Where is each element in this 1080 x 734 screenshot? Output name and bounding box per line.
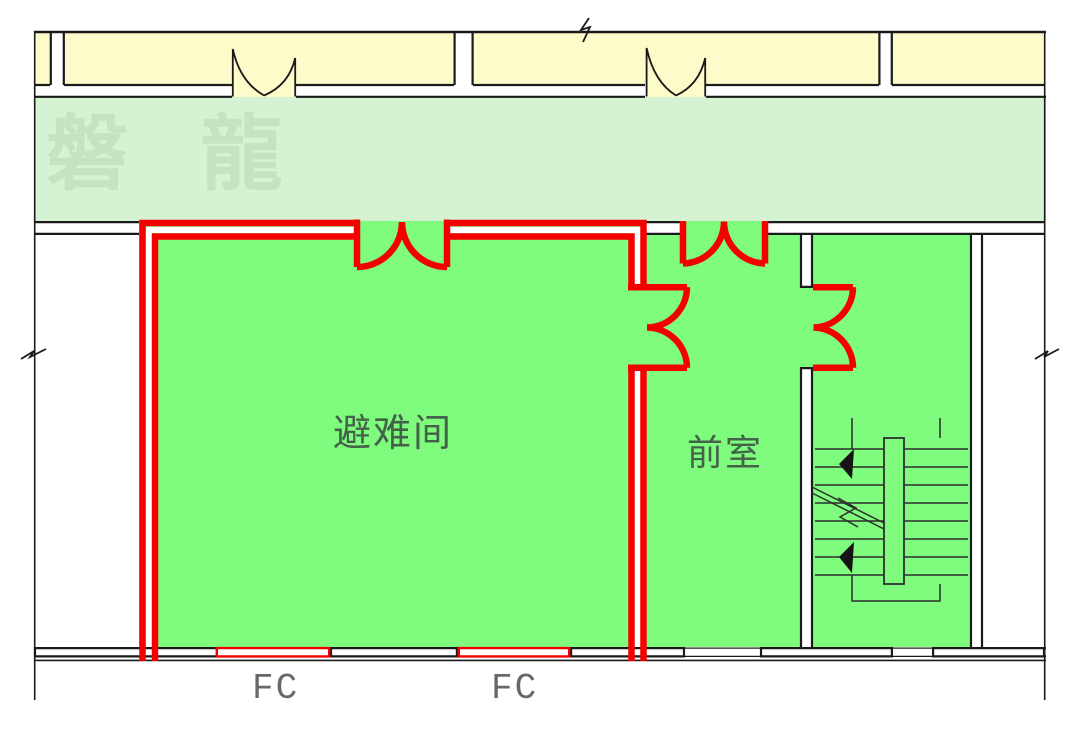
upper-rooms	[35, 33, 1045, 97]
corridor	[34, 97, 1046, 221]
fire-curtain-window-1	[215, 646, 331, 658]
staircase	[811, 418, 968, 602]
fc-label-left: FC	[252, 668, 299, 709]
watermark-text: 磐 龍	[46, 109, 309, 200]
stair-direction-arrow-up	[839, 449, 854, 479]
refuge-room-label: 避难间	[333, 413, 453, 455]
fire-curtain-window-2	[457, 646, 571, 658]
wall-cores	[34, 221, 1046, 658]
break-mark-top	[578, 17, 592, 43]
break-mark-left	[20, 348, 47, 360]
vestibule-label: 前室	[687, 432, 763, 473]
vestibule-fill	[647, 221, 813, 648]
break-marks	[20, 17, 1060, 360]
stairwell-fill	[813, 235, 970, 648]
fire-curtain-windows	[215, 646, 571, 658]
fire-doors	[353, 219, 857, 372]
fc-label-right: FC	[491, 668, 538, 709]
fire-walls	[139, 219, 647, 661]
refuge-room-fill	[139, 221, 647, 648]
walls	[33, 30, 1046, 700]
stair-direction-arrow-down	[839, 542, 854, 573]
break-mark-right	[1034, 348, 1060, 360]
labels: 避难间 前室 FC FC	[252, 413, 763, 709]
